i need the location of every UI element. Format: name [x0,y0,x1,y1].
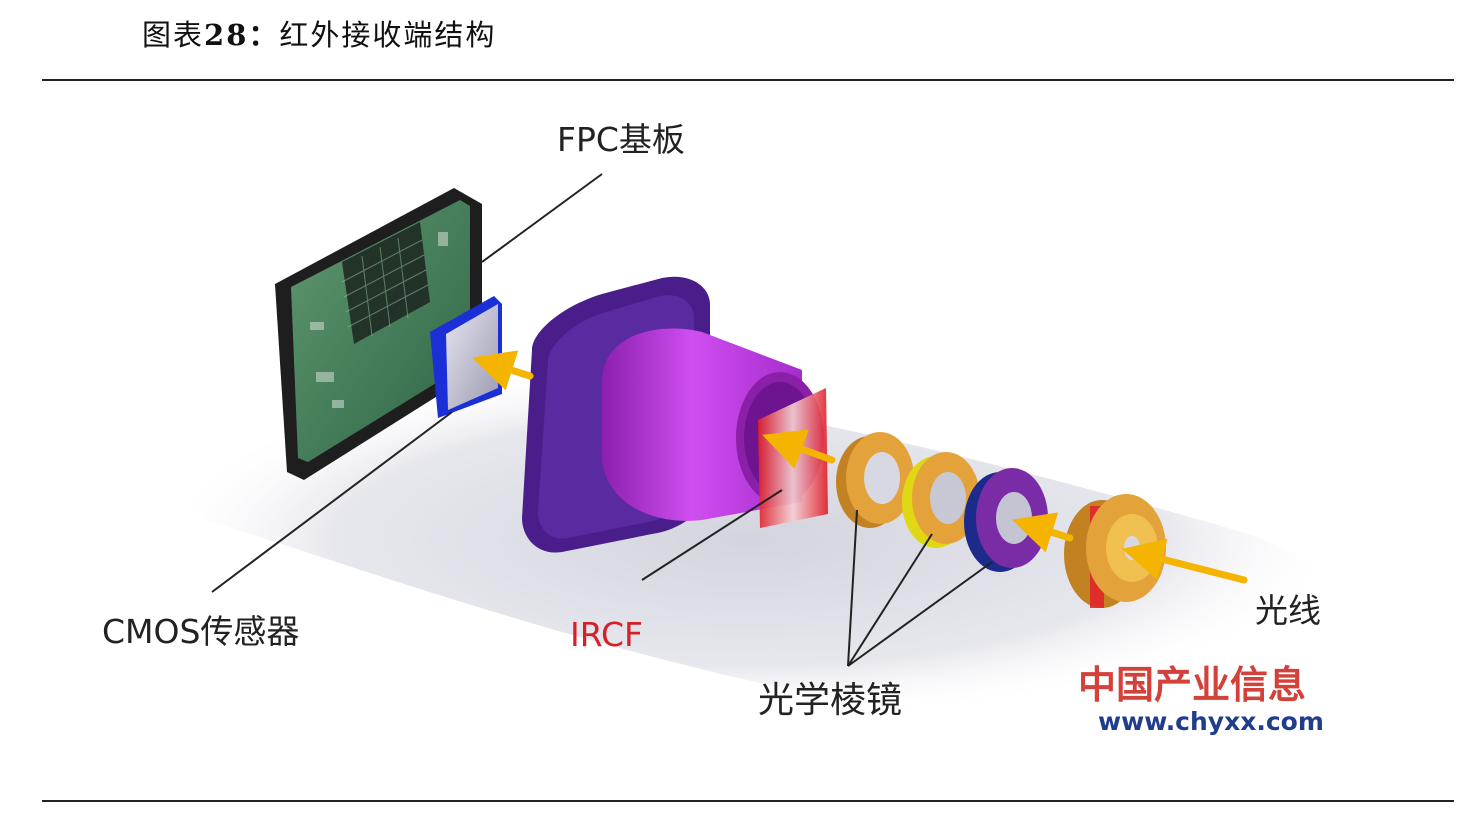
prism-lens-1 [836,432,914,528]
label-ircf: IRCF [570,615,643,654]
label-fpc: FPC基板 [557,120,685,159]
fpc-board [275,188,482,480]
label-prism: 光学棱镜 [758,680,902,721]
prism-lens-2 [902,452,980,548]
light-arrow-incoming [1121,538,1248,584]
top-rule [42,79,1454,81]
light-arrow-ircf [762,429,836,469]
figure-title-prefix: 图表 [142,18,205,52]
leader-lines [211,173,993,667]
watermark-url: www.chyxx.com [1098,707,1324,736]
bottom-rule [42,800,1454,802]
light-path [471,350,1248,584]
light-arrow-sensor [471,350,534,391]
ir-receiver-diagram: FPC基板 CMOS传感器 IRCF 光学棱镜 光线 中国产业信息 www.ch… [102,120,1346,736]
watermark-name: 中国产业信息 [1078,663,1306,707]
label-light: 光线 [1255,591,1321,630]
light-arrow-prism [1011,512,1074,553]
figure-title-text: 红外接收端结构 [279,18,497,52]
pcb-heatsink-grid [342,222,430,344]
figure-title-number: 28： [204,18,280,52]
label-cmos: CMOS传感器 [102,612,299,651]
figure-title: 图表28：红外接收端结构 [142,10,496,60]
ground-shadow [152,357,1346,721]
